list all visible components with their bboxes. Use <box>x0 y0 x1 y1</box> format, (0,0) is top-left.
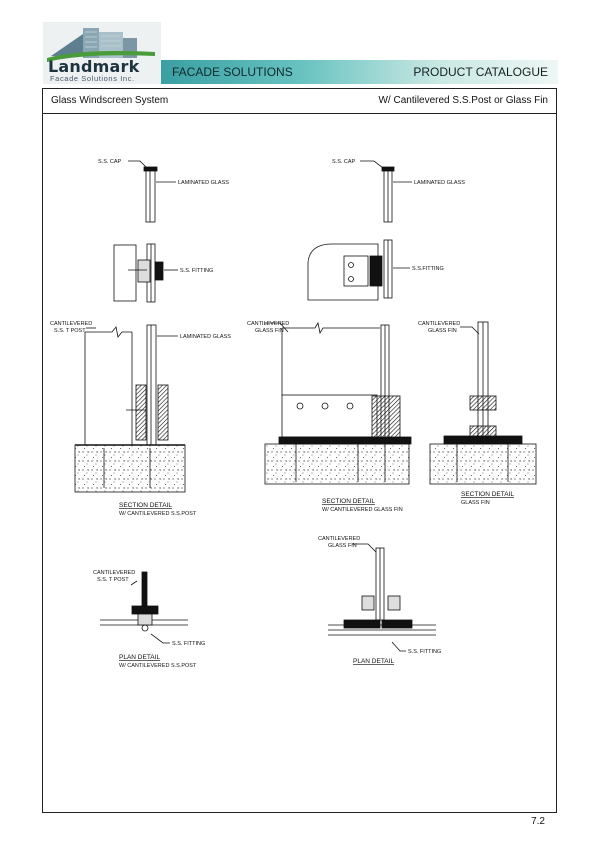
label-ss-cap-b: S.S. CAP <box>332 159 356 165</box>
label-plan-post-1: CANTILEVERED <box>93 570 135 576</box>
subheader-divider <box>42 113 557 114</box>
cap-detail-post <box>128 160 176 223</box>
drawing-captions: SECTION DETAIL W/ CANTILEVERED S.S.POST … <box>119 491 514 669</box>
label-cant-post-1: CANTILEVERED <box>50 321 92 327</box>
caption-plan-post-title: PLAN DETAIL <box>119 654 160 661</box>
label-ss-cap-a: S.S. CAP <box>98 159 122 165</box>
page-number: 7.2 <box>531 816 545 827</box>
brand-subtitle: Facade Solutions Inc. <box>50 74 135 83</box>
banner-left-title: FACADE SOLUTIONS <box>172 65 293 79</box>
label-laminated-b: LAMINATED GLASS <box>414 180 465 186</box>
landmark-logo <box>43 22 161 84</box>
plan-detail-fin <box>328 543 436 652</box>
section-detail-fin <box>264 321 412 485</box>
label-plan-post-2: S.S. T POST <box>97 577 129 583</box>
label-laminated-a: LAMINATED GLASS <box>178 180 229 186</box>
label-cant-fin-b2: GLASS FIN <box>428 328 457 334</box>
system-variant: W/ Cantilevered S.S.Post or Glass Fin <box>378 95 548 106</box>
drawing-labels: S.S. CAP LAMINATED GLASS S.S. CAP LAMINA… <box>50 159 465 655</box>
system-title: Glass Windscreen System <box>51 95 169 106</box>
section-detail-post <box>74 324 186 493</box>
plan-detail-post <box>100 571 188 644</box>
label-ss-fitting-b: S.S.FITTING <box>412 266 444 272</box>
label-cant-post-2: S.S. T POST <box>54 328 86 334</box>
banner-right-title: PRODUCT CATALOGUE <box>413 65 548 79</box>
label-plan-fitting-a: S.S. FITTING <box>172 641 205 647</box>
fitting-detail-post <box>113 243 178 303</box>
caption-section-fin2-title: SECTION DETAIL <box>461 491 514 498</box>
header-banner <box>161 60 558 84</box>
caption-plan-post-sub: W/ CANTILEVERED S.S.POST <box>119 663 197 669</box>
caption-section-post-sub: W/ CANTILEVERED S.S.POST <box>119 511 197 517</box>
drawing-frame <box>42 88 557 813</box>
caption-section-fin-sub: W/ CANTILEVERED GLASS FIN <box>322 507 403 513</box>
label-plan-fitting-b: S.S. FITTING <box>408 649 441 655</box>
section-detail-fin-2 <box>429 321 537 485</box>
label-cant-fin-1: CANTILEVERED <box>247 321 289 327</box>
cap-detail-fin <box>360 160 412 223</box>
fitting-detail-fin <box>307 239 410 301</box>
label-laminated-c: LAMINATED GLASS <box>180 334 231 340</box>
caption-section-post-title: SECTION DETAIL <box>119 502 172 509</box>
label-plan-fin-1: CANTILEVERED <box>318 536 360 542</box>
brand-name: Landmark <box>48 57 140 76</box>
label-cant-fin-b1: CANTILEVERED <box>418 321 460 327</box>
caption-section-fin-title: SECTION DETAIL <box>322 498 375 505</box>
label-plan-fin-2: GLASS FIN <box>328 543 357 549</box>
caption-section-fin2-sub: GLASS FIN <box>461 500 490 506</box>
label-ss-fitting-a: S.S. FITTING <box>180 268 213 274</box>
label-cant-fin-2: GLASS FIN <box>255 328 284 334</box>
caption-plan-fin-title: PLAN DETAIL <box>353 658 394 665</box>
